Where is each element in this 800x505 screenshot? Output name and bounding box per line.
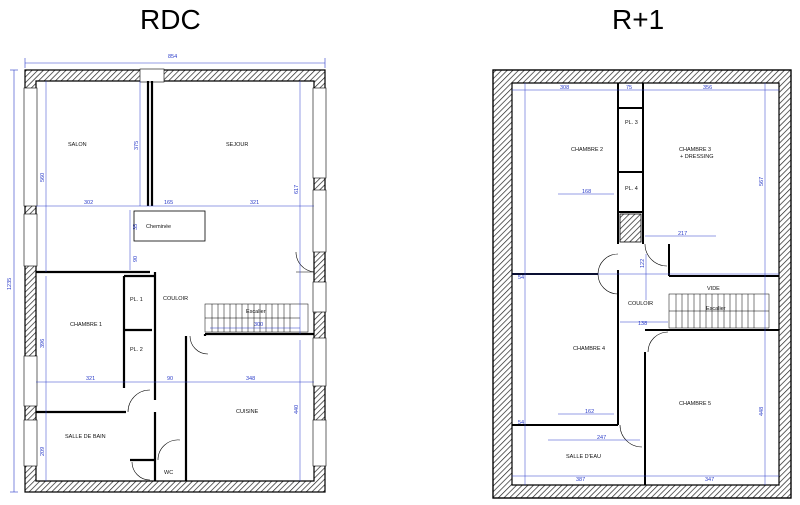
rdc-fireplace <box>133 210 206 242</box>
r1-room-escalier: Escalier <box>706 306 726 312</box>
r1-doors <box>597 243 669 448</box>
rdc-title: RDC <box>140 4 201 35</box>
rdc-room-salon: SALON <box>68 142 87 148</box>
r1-dim-567: 567 <box>759 177 765 186</box>
r1-dim-168: 168 <box>582 189 591 195</box>
r1-dim-138: 138 <box>638 321 647 327</box>
rdc-plan: SALON SEJOUR Cheminée PL. 1 PL. 2 COULOI… <box>7 54 327 493</box>
rdc-dim-321b: 321 <box>86 376 95 382</box>
r1-interior-walls <box>512 83 779 485</box>
rdc-dim-440: 440 <box>294 405 300 414</box>
rdc-dim-617: 617 <box>294 185 300 194</box>
r1-dim-217: 217 <box>678 231 687 237</box>
rdc-room-pl2: PL. 2 <box>130 347 143 353</box>
r1-dim-308: 308 <box>560 85 569 91</box>
rdc-doors <box>127 251 315 481</box>
rdc-dim-302: 302 <box>84 200 93 206</box>
r1-room-chambre3: CHAMBRE 3 <box>679 147 711 153</box>
rdc-dim-165: 165 <box>164 200 173 206</box>
r1-room-dressing: + DRESSING <box>680 154 713 160</box>
rdc-dim-560: 560 <box>40 173 46 182</box>
rdc-room-chambre1: CHAMBRE 1 <box>70 322 102 328</box>
rdc-room-cuisine: CUISINE <box>236 409 259 415</box>
rdc-dim-854: 854 <box>168 54 177 60</box>
rdc-stairs <box>204 303 309 333</box>
rdc-dimension-lines <box>36 81 314 481</box>
r1-dim-356: 356 <box>703 85 712 91</box>
r1-dim-122: 122 <box>640 259 646 268</box>
r1-room-chambre5: CHAMBRE 5 <box>679 401 711 407</box>
rdc-dim-35: 35 <box>133 224 139 230</box>
r1-dim-54b: 54 <box>518 420 524 426</box>
r1-room-chambre2: CHAMBRE 2 <box>571 147 603 153</box>
rdc-room-salle-de-bain: SALLE DE BAIN <box>65 434 106 440</box>
rdc-dim-90a: 90 <box>133 256 139 262</box>
rdc-interior-walls <box>36 81 314 481</box>
rdc-room-sejour: SEJOUR <box>226 142 248 148</box>
r1-room-salle-deau: SALLE D'EAU <box>566 454 601 460</box>
r1-room-couloir: COULOIR <box>628 301 653 307</box>
r1-room-pl3: PL. 3 <box>625 120 638 126</box>
rdc-room-cheminee: Cheminée <box>146 224 171 230</box>
r1-plan: CHAMBRE 2 PL. 3 CHAMBRE 3 + DRESSING PL.… <box>492 69 792 499</box>
rdc-dim-209: 209 <box>40 447 46 456</box>
rdc-windows <box>23 68 327 467</box>
rdc-room-couloir: COULOIR <box>163 296 188 302</box>
r1-title: R+1 <box>612 4 665 35</box>
r1-room-vide: VIDE <box>707 286 720 292</box>
r1-dim-247: 247 <box>597 435 606 441</box>
rdc-exterior-wall <box>24 69 326 493</box>
rdc-dim-1235: 1235 <box>7 278 13 290</box>
rdc-room-pl1: PL. 1 <box>130 297 143 303</box>
rdc-dim-300: 300 <box>254 322 263 328</box>
r1-room-chambre4: CHAMBRE 4 <box>573 346 605 352</box>
rdc-room-escalier: Escalier <box>246 309 266 315</box>
rdc-dim-375: 375 <box>134 141 140 150</box>
rdc-overall-dimension-lines <box>10 58 326 493</box>
rdc-dim-348: 348 <box>246 376 255 382</box>
rdc-dim-321a: 321 <box>250 200 259 206</box>
r1-dimension-lines <box>512 83 779 485</box>
r1-room-pl4: PL. 4 <box>625 186 638 192</box>
r1-dim-54a: 54 <box>518 275 524 281</box>
rdc-room-wc: WC <box>164 470 173 476</box>
r1-dim-75: 75 <box>626 85 632 91</box>
r1-chimney <box>619 213 642 243</box>
rdc-dim-396: 396 <box>40 339 46 348</box>
r1-dim-387: 387 <box>576 477 585 483</box>
r1-dim-448: 448 <box>759 407 765 416</box>
r1-dim-162: 162 <box>585 409 594 415</box>
r1-dim-347: 347 <box>705 477 714 483</box>
r1-stairs <box>668 293 770 329</box>
rdc-dim-90b: 90 <box>167 376 173 382</box>
